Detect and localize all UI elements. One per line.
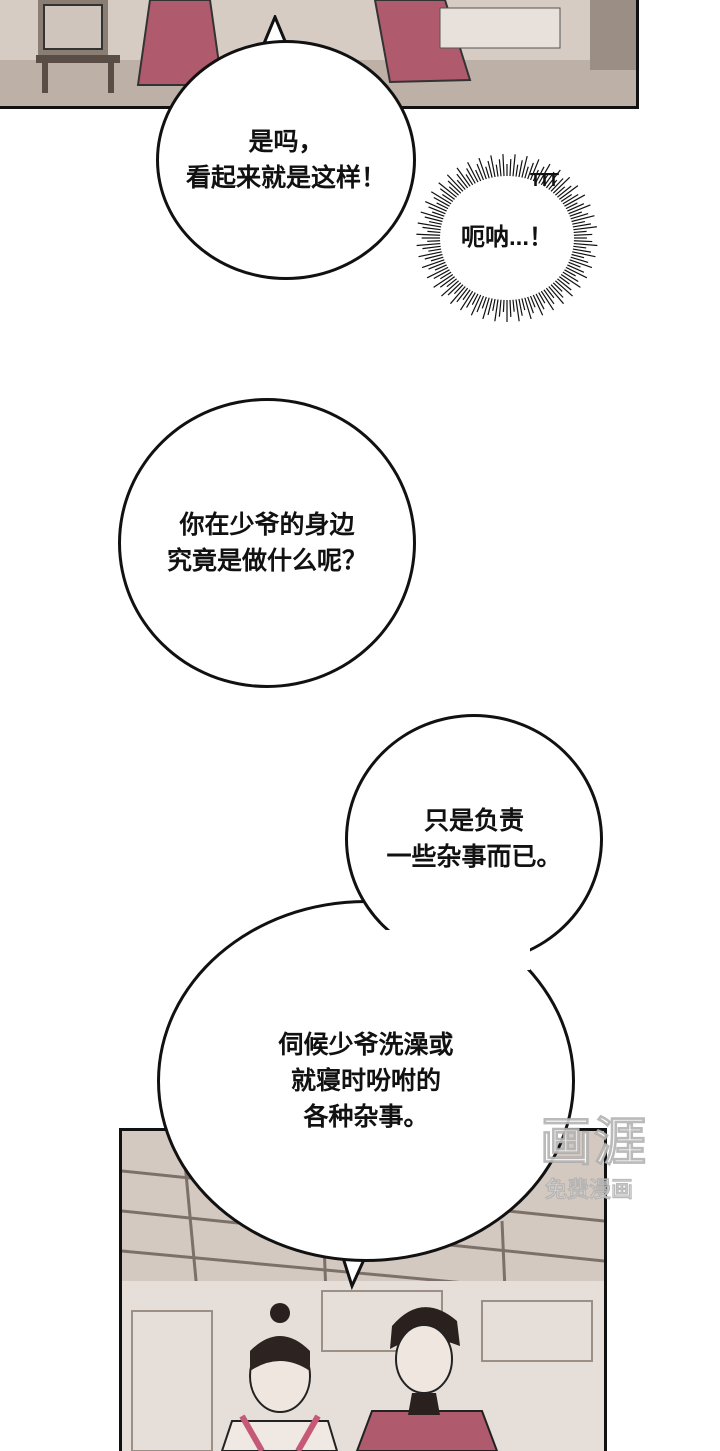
burst-bubble-frame <box>416 154 598 322</box>
bubble-5-line-1: 伺候少爷洗澡或 <box>278 1031 454 1059</box>
bubble-3-line-1: 你在少爷的身边 <box>179 511 355 539</box>
bubble-join <box>380 930 530 970</box>
bubble-5-line-2: 就寝时吩咐的 <box>290 1067 441 1095</box>
bubble-5-line-3: 各种杂事。 <box>303 1103 429 1131</box>
speech-bubble-4: 只是负责 一些杂事而已。 <box>345 714 603 964</box>
bubble-2-text: 呃呐...！ <box>460 224 553 251</box>
sound-effect: TTT <box>530 170 559 190</box>
bubble-4-line-2: 一些杂事而已。 <box>386 843 562 871</box>
speech-bubble-2: 呃呐...！ <box>445 195 569 281</box>
speech-bubble-1: 是吗， 看起来就是这样！ <box>156 40 416 280</box>
bubble-1-line-1: 是吗， <box>248 128 324 156</box>
speech-bubble-3: 你在少爷的身边 究竟是做什么呢？ <box>118 398 416 688</box>
bubble-1-line-2: 看起来就是这样！ <box>185 164 386 192</box>
watermark-text: 免费漫画 <box>545 1177 634 1203</box>
bubble-4-line-1: 只是负责 <box>423 807 524 835</box>
watermark-logo: 画涯 <box>539 1114 649 1173</box>
bubble-3-line-2: 究竟是做什么呢？ <box>166 547 367 575</box>
